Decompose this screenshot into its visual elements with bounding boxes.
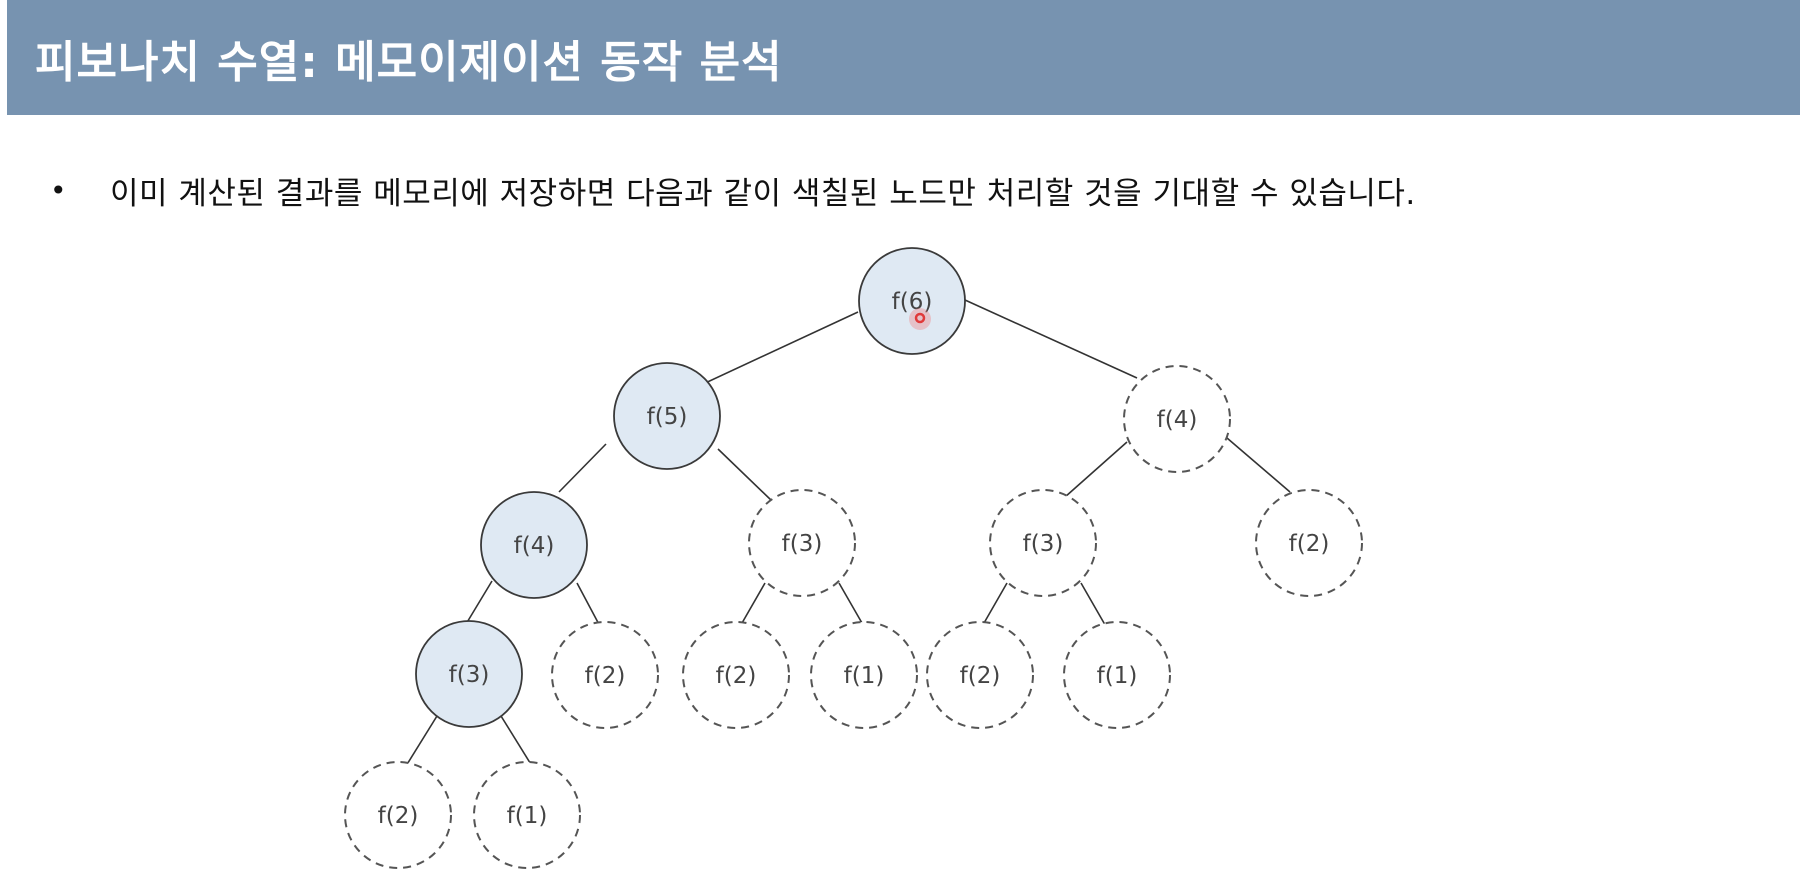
node-label: f(5): [647, 404, 688, 430]
tree-node-f2-c: f(2): [682, 621, 790, 729]
node-label: f(1): [1097, 663, 1138, 689]
tree-node-f6: f(6): [858, 247, 966, 355]
tree-node-f4-right: f(4): [1123, 365, 1231, 473]
node-label: f(3): [449, 662, 490, 688]
node-label: f(2): [716, 663, 757, 689]
tree-node-f1-a: f(1): [810, 621, 918, 729]
node-label: f(6): [892, 289, 933, 315]
node-circle: [344, 761, 452, 869]
bullet-text: 이미 계산된 결과를 메모리에 저장하면 다음과 같이 색칠된 노드만 처리할 …: [110, 176, 1416, 212]
edge-f3-f2: [405, 715, 438, 767]
tree-node-f2-a: f(2): [1255, 489, 1363, 597]
node-label: f(2): [960, 663, 1001, 689]
node-label: f(2): [378, 803, 419, 829]
node-label: f(3): [782, 531, 823, 557]
node-label: f(2): [585, 663, 626, 689]
node-circle: [989, 489, 1097, 597]
node-label: f(1): [844, 663, 885, 689]
node-circle: [926, 621, 1034, 729]
bullet-item: • 이미 계산된 결과를 메모리에 저장하면 다음과 같이 색칠된 노드만 처리…: [50, 168, 1416, 213]
node-label: f(1): [507, 803, 548, 829]
edge-f4r-f3: [1064, 441, 1128, 498]
cursor-pointer-icon: [909, 308, 931, 330]
node-circle: [480, 491, 588, 599]
tree-node-f1-b: f(1): [1063, 621, 1171, 729]
edge-f6-f4: [964, 299, 1138, 379]
node-circle: [858, 247, 966, 355]
node-circle: [551, 621, 659, 729]
edge-f3-f1: [500, 715, 533, 767]
tree-node-f4: f(4): [480, 491, 588, 599]
tree-node-f2-d: f(2): [926, 621, 1034, 729]
node-label: f(3): [1023, 531, 1064, 557]
node-label: f(2): [1289, 531, 1330, 557]
node-circle: [1063, 621, 1171, 729]
node-circle: [1255, 489, 1363, 597]
tree-node-f2-e: f(2): [344, 761, 452, 869]
tree-node-f3-a: f(3): [748, 489, 856, 597]
node-circle: [748, 489, 856, 597]
header-bar: 피보나치 수열: 메모이제이션 동작 분석: [7, 0, 1800, 115]
node-circle: [810, 621, 918, 729]
edge-f4r-f2: [1226, 437, 1291, 493]
node-label: f(4): [514, 533, 555, 559]
tree-node-f3-b: f(3): [989, 489, 1097, 597]
node-circle: [1123, 365, 1231, 473]
tree-node-f2-b: f(2): [551, 621, 659, 729]
node-circle: [682, 621, 790, 729]
edge-f5-f4: [558, 443, 607, 493]
node-label: f(4): [1157, 407, 1198, 433]
node-circle: [613, 362, 721, 470]
tree-node-f5: f(5): [613, 362, 721, 470]
node-circle: [473, 761, 581, 869]
tree-node-f3: f(3): [415, 620, 523, 728]
edge-f3b-f1: [1080, 582, 1109, 631]
tree-node-f1-c: f(1): [473, 761, 581, 869]
node-circle: [415, 620, 523, 728]
edge-f5-f3: [717, 448, 773, 502]
bullet-dot-icon: •: [50, 174, 67, 207]
page-title: 피보나치 수열: 메모이제이션 동작 분석: [35, 36, 783, 88]
edge-f6-f5: [700, 311, 859, 386]
